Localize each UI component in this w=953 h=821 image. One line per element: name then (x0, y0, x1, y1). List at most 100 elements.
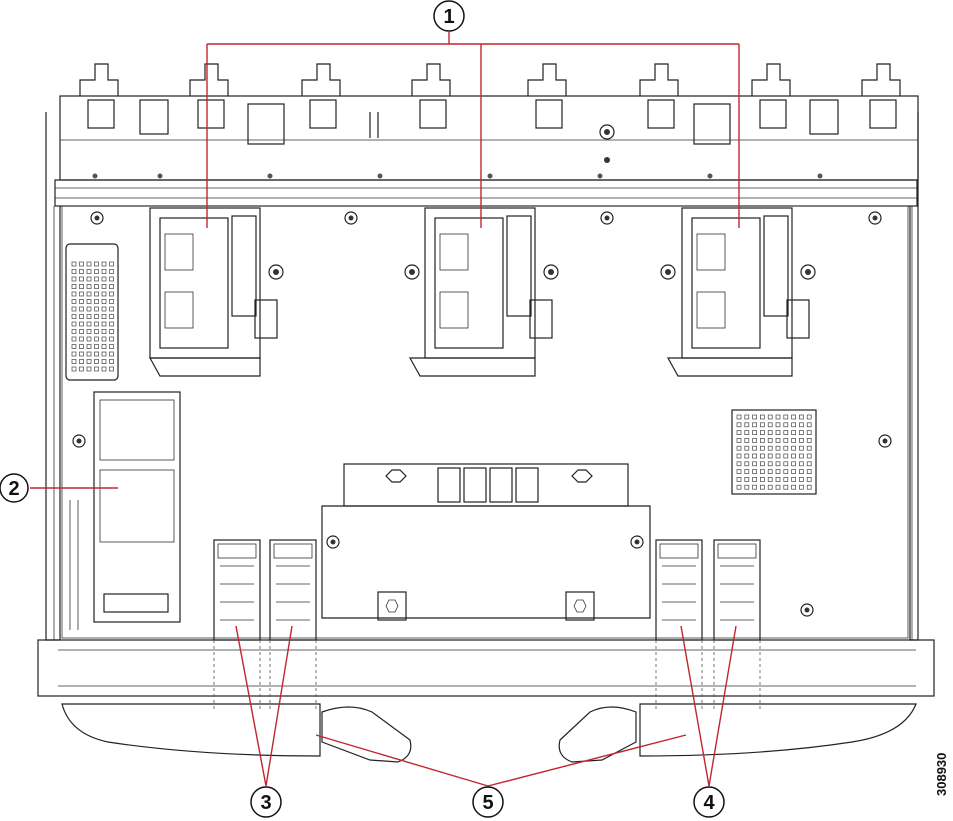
pin (109, 284, 114, 289)
pin (86, 291, 92, 297)
pin (806, 469, 812, 474)
pin (79, 351, 84, 357)
pin (79, 336, 84, 342)
pin (94, 329, 99, 334)
ejector-handle-left (61, 703, 412, 763)
pin (783, 414, 789, 420)
pin (783, 422, 789, 428)
pin (736, 438, 742, 443)
pin (744, 484, 750, 490)
pin (109, 344, 114, 349)
pin (109, 314, 114, 319)
pin (744, 469, 750, 474)
pin (94, 269, 99, 274)
pin (736, 469, 742, 474)
pin (79, 291, 84, 297)
pin (775, 445, 781, 451)
drive-connector-left-b (269, 539, 317, 641)
pin (783, 453, 789, 459)
pin (101, 359, 107, 364)
callout-3-label: 3 (260, 792, 271, 814)
pin (775, 453, 781, 459)
pin (791, 430, 796, 435)
side-module (69, 391, 181, 630)
callout-1: 1 (433, 0, 465, 32)
pin (71, 299, 77, 304)
pin (71, 359, 77, 364)
pin (799, 469, 804, 474)
pin (101, 366, 107, 372)
pin (752, 484, 757, 490)
pin (101, 291, 107, 297)
pin (806, 438, 812, 443)
pin (744, 430, 750, 435)
pin (806, 430, 812, 435)
pin (752, 422, 757, 428)
pin (767, 477, 773, 482)
pin (775, 414, 781, 420)
pin (109, 299, 114, 304)
callout-1-label: 1 (443, 6, 454, 28)
pin (799, 484, 804, 490)
pin (744, 461, 750, 467)
pin (71, 314, 77, 319)
pin (109, 366, 114, 372)
cross-rail (54, 173, 918, 207)
pin (744, 445, 750, 451)
pin (799, 422, 804, 428)
pin (736, 422, 742, 428)
pin (760, 414, 765, 420)
pin (760, 477, 765, 482)
pin (86, 329, 92, 334)
pin (71, 284, 77, 289)
front-bezel (37, 639, 935, 712)
leader-lines (30, 32, 740, 787)
pin (86, 344, 92, 349)
pin (109, 261, 114, 267)
pin (71, 321, 77, 327)
pin (71, 336, 77, 342)
callout-3: 3 (250, 786, 282, 818)
pin (744, 477, 750, 482)
pin (760, 484, 765, 490)
callout-4: 4 (693, 786, 725, 818)
pin (760, 469, 765, 474)
pin (791, 477, 796, 482)
pin (806, 422, 812, 428)
pin (94, 299, 99, 304)
pin (94, 314, 99, 319)
pin (767, 484, 773, 490)
pin (791, 445, 796, 451)
pin (767, 430, 773, 435)
pin (767, 422, 773, 428)
pin (101, 314, 107, 319)
pin (86, 269, 92, 274)
pin (101, 269, 107, 274)
pin (101, 261, 107, 267)
pin (86, 284, 92, 289)
pin (79, 276, 84, 282)
pin (791, 438, 796, 443)
pin (101, 306, 107, 312)
pin (109, 291, 114, 297)
pin (791, 484, 796, 490)
pin (783, 484, 789, 490)
pin (86, 314, 92, 319)
pin (806, 453, 812, 459)
pin (86, 276, 92, 282)
pin (71, 366, 77, 372)
drive-connector-left-a (213, 539, 261, 641)
pin (71, 261, 77, 267)
pin (79, 321, 84, 327)
pin (86, 261, 92, 267)
pin (767, 453, 773, 459)
pin (109, 276, 114, 282)
pin (71, 351, 77, 357)
pin (806, 461, 812, 467)
callout-4-label: 4 (703, 792, 715, 814)
callout-5: 5 (472, 786, 504, 818)
callout-2: 2 (0, 473, 29, 503)
pin (806, 477, 812, 482)
pin (94, 321, 99, 327)
pin (775, 461, 781, 467)
